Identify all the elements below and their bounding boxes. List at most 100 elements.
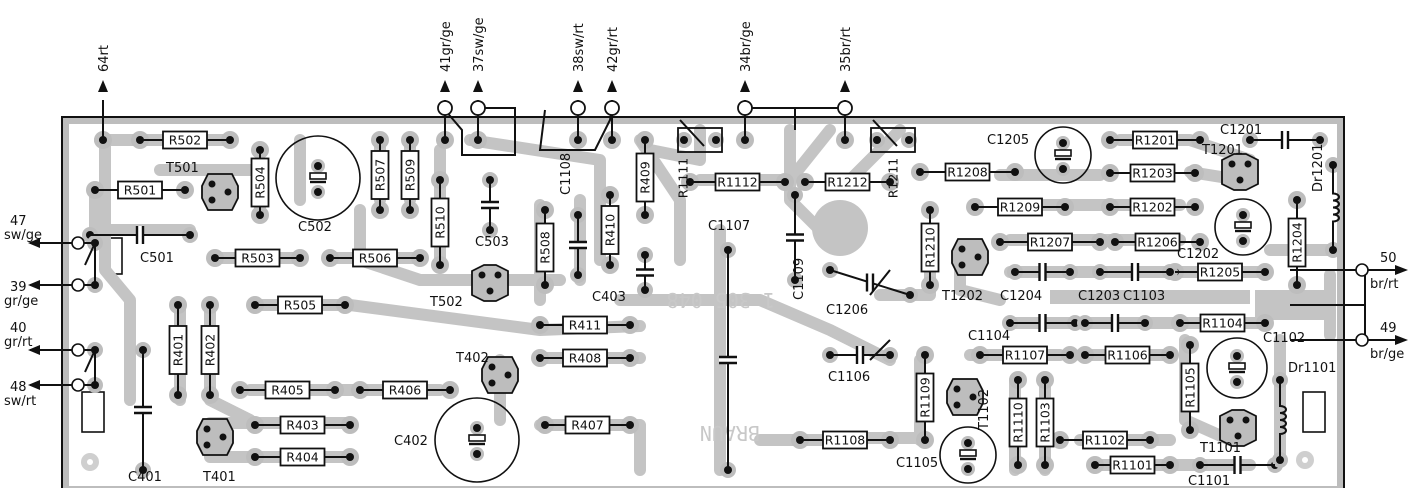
resistor-r1209 xyxy=(975,197,1065,217)
transistor-body xyxy=(196,418,234,456)
copper-track xyxy=(644,124,706,166)
resistor-body xyxy=(1002,345,1048,365)
capacitor-c1108 xyxy=(569,215,587,275)
capacitor-c501 xyxy=(90,226,190,244)
label-r1109: R1109 xyxy=(918,377,933,418)
trimmer-wiper xyxy=(679,119,705,147)
connector-eyelet xyxy=(1355,333,1369,347)
resistor-body xyxy=(915,372,935,423)
label-t1202: T1202 xyxy=(941,289,983,304)
resistor-r407 xyxy=(545,415,630,435)
arrow-left-icon xyxy=(28,345,40,355)
pad-hole xyxy=(873,136,881,144)
label-c502: C502 xyxy=(298,220,332,235)
jumper-wire xyxy=(84,349,96,373)
transistor-pin xyxy=(478,271,486,279)
trimmer-r1211 xyxy=(870,119,916,153)
label-r1108: R1108 xyxy=(825,433,866,448)
transistor-pin xyxy=(1228,160,1236,168)
resistor-body xyxy=(250,157,270,208)
watermark: 1 305 048 BRAUN xyxy=(667,288,775,445)
arrow-up-icon xyxy=(740,80,750,92)
transistor-t1102 xyxy=(946,378,984,416)
electrolytic-outline xyxy=(1214,198,1272,256)
jumper-wire xyxy=(869,339,891,361)
resistor-body xyxy=(382,380,428,400)
label-t1201: T1201 xyxy=(1201,143,1243,158)
terminal-label: 37sw/ge xyxy=(472,17,487,72)
jumper-wire xyxy=(538,107,613,151)
terminal-number: 48 xyxy=(10,380,27,395)
label-r1107: R1107 xyxy=(1005,348,1046,363)
connector-eyelet xyxy=(837,100,853,116)
resistor-body xyxy=(352,248,398,268)
side-connectors: 47sw/ge39gr/ge40gr/rt48sw/rt50br/rt49br/… xyxy=(4,214,1408,409)
capacitor-c1205 xyxy=(1034,126,1092,184)
electrolytic-outline xyxy=(275,135,361,221)
pad-hole xyxy=(964,439,972,447)
transistor-pin xyxy=(958,261,966,269)
resistor-body xyxy=(1027,232,1073,252)
resistor-body xyxy=(264,380,311,400)
resistor-r1212 xyxy=(805,172,890,192)
label-r509: R509 xyxy=(403,159,418,192)
label-c401: C401 xyxy=(128,470,162,485)
resistor-r1107 xyxy=(980,345,1070,365)
label-c1104: C1104 xyxy=(968,329,1010,344)
label-c1201: C1201 xyxy=(1220,123,1262,138)
terminal-41gr-ge: 41gr/ge xyxy=(437,21,454,140)
label-r1207: R1207 xyxy=(1030,235,1071,250)
label-t501: T501 xyxy=(165,161,199,176)
transistor-t401 xyxy=(196,418,234,456)
resistor-r1108 xyxy=(800,430,890,450)
transistor-pin xyxy=(504,371,512,379)
transistor-body xyxy=(1221,153,1259,191)
electrolytic-body xyxy=(309,172,327,180)
connector-eyelet xyxy=(71,278,85,292)
arrow-up-icon xyxy=(473,80,483,92)
resistor-r1104 xyxy=(1180,313,1265,333)
capacitor-c401 xyxy=(134,350,152,470)
terminal-label: 34br/ge xyxy=(739,21,754,72)
terminal-color: br/ge xyxy=(1370,347,1404,362)
jumper-wire xyxy=(444,107,516,156)
connector-eyelet xyxy=(570,100,586,116)
label-c501: C501 xyxy=(140,251,174,266)
label-r1201: R1201 xyxy=(1135,133,1176,148)
resistor-body xyxy=(1199,313,1246,333)
connector-eyelet xyxy=(737,100,753,116)
label-r510: R510 xyxy=(433,206,448,239)
label-c1109: C1109 xyxy=(792,258,807,300)
resistor-body xyxy=(1134,232,1181,252)
transistor-t1202 xyxy=(951,238,989,276)
connector-eyelet xyxy=(71,236,85,250)
capacitor-c1105 xyxy=(939,426,997,484)
resistor-body xyxy=(822,430,868,450)
resistor-body xyxy=(168,325,188,375)
label-r1101: R1101 xyxy=(1112,458,1153,473)
trimmer-wiper xyxy=(872,119,898,147)
resistor-r411 xyxy=(540,315,630,335)
resistor-r409 xyxy=(635,140,655,215)
label-t402: T402 xyxy=(455,351,489,366)
electrolytic-body xyxy=(1228,362,1246,370)
resistor-r1203 xyxy=(1110,163,1195,183)
resistor-body xyxy=(944,162,991,182)
copper-track xyxy=(614,294,896,366)
arrow-left-icon xyxy=(28,238,40,248)
label-r1203: R1203 xyxy=(1132,166,1173,181)
label-r409: R409 xyxy=(638,161,653,194)
label-r1103: R1103 xyxy=(1038,402,1053,443)
resistor-r1103 xyxy=(1035,380,1055,465)
label-r411: R411 xyxy=(569,318,602,333)
transistor-pin xyxy=(1226,416,1234,424)
capacitor-c503 xyxy=(481,180,499,230)
pad-hole xyxy=(473,450,481,458)
resistor-body xyxy=(400,150,420,200)
transistor-t502 xyxy=(471,264,509,302)
transistor-pin xyxy=(953,401,961,409)
transistor-pin xyxy=(1244,160,1252,168)
